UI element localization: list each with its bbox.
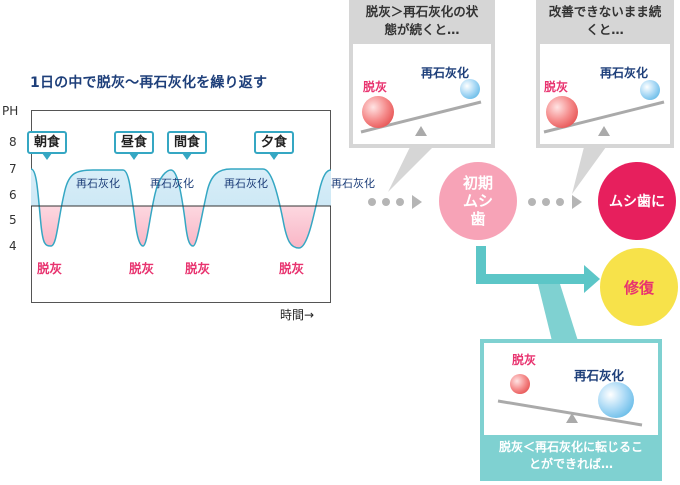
remin-ball <box>460 79 480 99</box>
balance-box-1-caption: 脱灰＞再石灰化の状態が続くと… <box>362 0 482 41</box>
dot <box>528 198 536 206</box>
y-axis-unit: PH <box>2 104 19 118</box>
remin-ball <box>640 80 660 100</box>
balance-1-remin-label: 再石灰化 <box>421 66 470 80</box>
balance-fulcrum <box>415 126 427 136</box>
y-tick-7: 7 <box>9 162 17 176</box>
y-tick-8: 8 <box>9 135 17 149</box>
repair-circle: 修復 <box>600 248 678 326</box>
dot <box>396 198 404 206</box>
balance-3-demin-label: 脱灰 <box>512 353 537 367</box>
balance-box-2-caption: 改善できないまま続くと… <box>547 0 663 41</box>
ph-area-fill-below <box>31 206 331 248</box>
repair-label: 修復 <box>623 278 654 297</box>
balance-2-remin-label: 再石灰化 <box>600 66 649 80</box>
meal-dinner: 夕食 <box>254 131 295 160</box>
y-tick-5: 5 <box>9 213 17 227</box>
meal-breakfast: 朝食 <box>27 131 68 160</box>
y-tick-6: 6 <box>9 188 17 202</box>
balance-scale-1 <box>360 79 482 136</box>
remin-label-1: 再石灰化 <box>76 177 120 190</box>
diagram-title: 1日の中で脱灰〜再石灰化を繰り返す <box>30 75 268 91</box>
caries-circle: ムシ歯に <box>598 162 676 240</box>
teal-arrow-stem <box>476 246 486 284</box>
balance-1-demin-label: 脱灰 <box>363 80 388 94</box>
balance-scale-3 <box>497 374 643 427</box>
arrowhead <box>572 195 582 209</box>
balance-fulcrum <box>598 126 610 136</box>
demin-ball <box>546 96 578 128</box>
demin-label-3: 脱灰 <box>185 261 211 276</box>
teal-arrowhead <box>584 265 600 293</box>
dot <box>542 198 550 206</box>
balance-2-demin-label: 脱灰 <box>544 80 569 94</box>
speech-tail-1 <box>388 147 433 192</box>
dot <box>382 198 390 206</box>
speech-tail-2 <box>572 147 606 194</box>
balance-box-3-caption: 脱灰＜再石灰化に転じることができれば… <box>498 440 643 471</box>
meal-lunch: 昼食 <box>114 131 155 160</box>
dot <box>368 198 376 206</box>
balance-box-2-panel: 脱灰 再石灰化 <box>540 44 670 144</box>
flow-remin-label: 再石灰化 <box>331 177 375 190</box>
balance-beam <box>497 399 643 427</box>
remin-ball <box>598 382 634 418</box>
initial-caries-circle: 初期ムシ歯 <box>439 162 517 240</box>
balance-box-3: 脱灰 再石灰化 脱灰＜再石灰化に転じることができれば… <box>480 339 662 481</box>
balance-scale-2 <box>543 80 665 136</box>
dot <box>556 198 564 206</box>
demin-label-1: 脱灰 <box>37 261 63 276</box>
ph-curve-line <box>31 168 331 249</box>
demin-label-4: 脱灰 <box>279 261 305 276</box>
meal-snack: 間食 <box>167 131 208 160</box>
speech-tail-3 <box>538 284 578 341</box>
remin-label-3: 再石灰化 <box>224 177 268 190</box>
arrowhead <box>412 195 422 209</box>
teal-arrow-shaft <box>476 274 584 284</box>
balance-fulcrum <box>566 413 578 423</box>
demin-label-2: 脱灰 <box>129 261 155 276</box>
remin-label-2: 再石灰化 <box>150 177 194 190</box>
demin-ball <box>510 374 530 394</box>
balance-box-1: 脱灰＞再石灰化の状態が続くと… 脱灰 再石灰化 <box>349 0 495 148</box>
ph-area-fill <box>31 169 331 206</box>
x-axis-label: 時間→ <box>280 308 315 322</box>
demin-ball <box>362 96 394 128</box>
balance-box-3-panel: 脱灰 再石灰化 <box>484 343 658 435</box>
y-tick-4: 4 <box>9 239 17 253</box>
initial-caries-label: 初期ムシ歯 <box>462 174 493 228</box>
balance-box-2: 改善できないまま続くと… 脱灰 再石灰化 <box>536 0 674 148</box>
balance-box-1-panel: 脱灰 再石灰化 <box>353 44 491 144</box>
balance-3-remin-label: 再石灰化 <box>574 368 625 383</box>
caries-label: ムシ歯に <box>609 194 665 210</box>
